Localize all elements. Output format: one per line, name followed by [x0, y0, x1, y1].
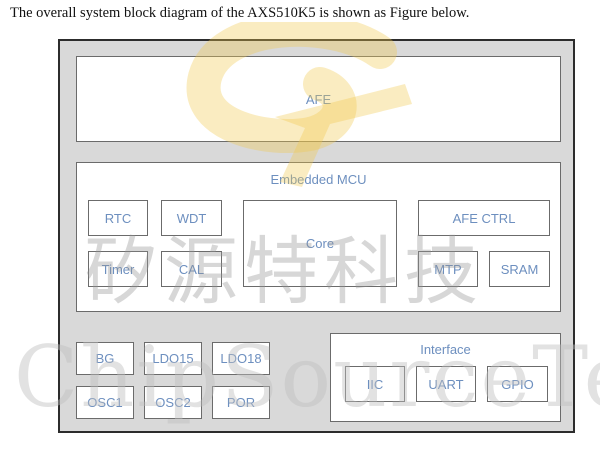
power-clock-group: BG LDO15 LDO18 OSC1 OSC2 POR	[76, 332, 270, 425]
system-block-diagram: AFE Embedded MCU RTC WDT Core AFE CTRL T…	[58, 39, 575, 433]
afe-ctrl-block: AFE CTRL	[418, 200, 550, 236]
interface-title: Interface	[420, 342, 471, 357]
rtc-block: RTC	[88, 200, 148, 236]
osc1-block: OSC1	[76, 386, 134, 419]
afe-label: AFE	[305, 91, 332, 107]
ldo15-block: LDO15	[144, 342, 202, 375]
embedded-mcu-group: Embedded MCU RTC WDT Core AFE CTRL Timer…	[76, 162, 561, 312]
wdt-block: WDT	[161, 200, 222, 236]
afe-block: AFE	[76, 56, 561, 142]
ldo18-block: LDO18	[212, 342, 270, 375]
uart-block: UART	[416, 366, 476, 402]
bg-block: BG	[76, 342, 134, 375]
embedded-mcu-title: Embedded MCU	[270, 172, 367, 187]
mtp-block: MTP	[418, 251, 478, 287]
interface-group: Interface IIC UART GPIO	[330, 333, 561, 422]
cal-block: CAL	[161, 251, 222, 287]
core-block: Core	[243, 200, 397, 287]
osc2-block: OSC2	[144, 386, 202, 419]
gpio-block: GPIO	[487, 366, 548, 402]
timer-block: Timer	[88, 251, 148, 287]
iic-block: IIC	[345, 366, 405, 402]
sram-block: SRAM	[489, 251, 550, 287]
por-block: POR	[212, 386, 270, 419]
figure-caption: The overall system block diagram of the …	[10, 5, 470, 21]
